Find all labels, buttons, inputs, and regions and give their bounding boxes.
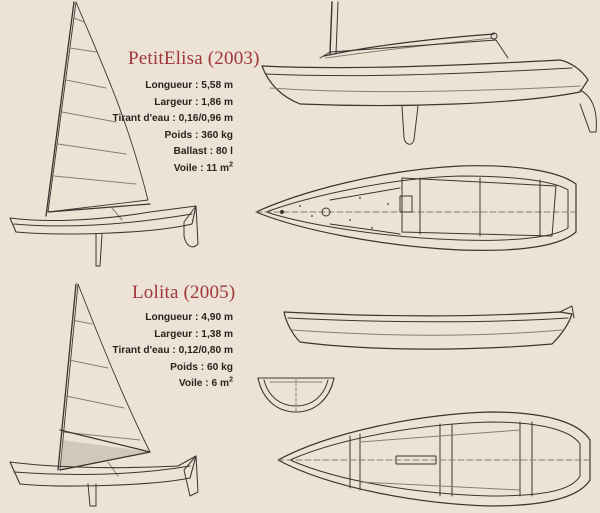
lolita-title: Lolita (2005) xyxy=(132,282,236,303)
petitelisa-specs: Longueur : 5,58 m Largeur : 1,86 m Tiran… xyxy=(112,78,233,177)
lolita-sail-plan xyxy=(9,283,199,507)
spec-row: Poids : 60 kg xyxy=(170,361,233,373)
spec-row: Poids : 360 kg xyxy=(164,129,233,141)
lolita-side-profile xyxy=(283,305,575,350)
lolita-section-view xyxy=(257,377,335,413)
petitelisa-side-profile xyxy=(261,1,597,145)
spec-row: Voile : 11 m2 xyxy=(173,161,233,174)
petitelisa-title: PetitElisa (2003) xyxy=(128,48,260,69)
petitelisa-sail-plan xyxy=(9,1,199,267)
spec-row: Largeur : 1,38 m xyxy=(154,328,233,340)
lolita-deck-plan xyxy=(277,411,591,507)
spec-row: Longueur : 5,58 m xyxy=(145,80,233,91)
spec-row: Largeur : 1,86 m xyxy=(154,96,233,108)
spec-row: Tirant d'eau : 0,16/0,96 m xyxy=(112,113,233,124)
spec-row: Tirant d'eau : 0,12/0,80 m xyxy=(112,345,233,356)
lolita-specs: Longueur : 4,90 m Largeur : 1,38 m Tiran… xyxy=(112,310,233,393)
spec-row: Longueur : 4,90 m xyxy=(145,312,233,323)
petitelisa-deck-plan xyxy=(255,165,577,251)
spec-row: Ballast : 80 l xyxy=(173,146,233,157)
spec-row: Voile : 6 m2 xyxy=(178,376,233,389)
